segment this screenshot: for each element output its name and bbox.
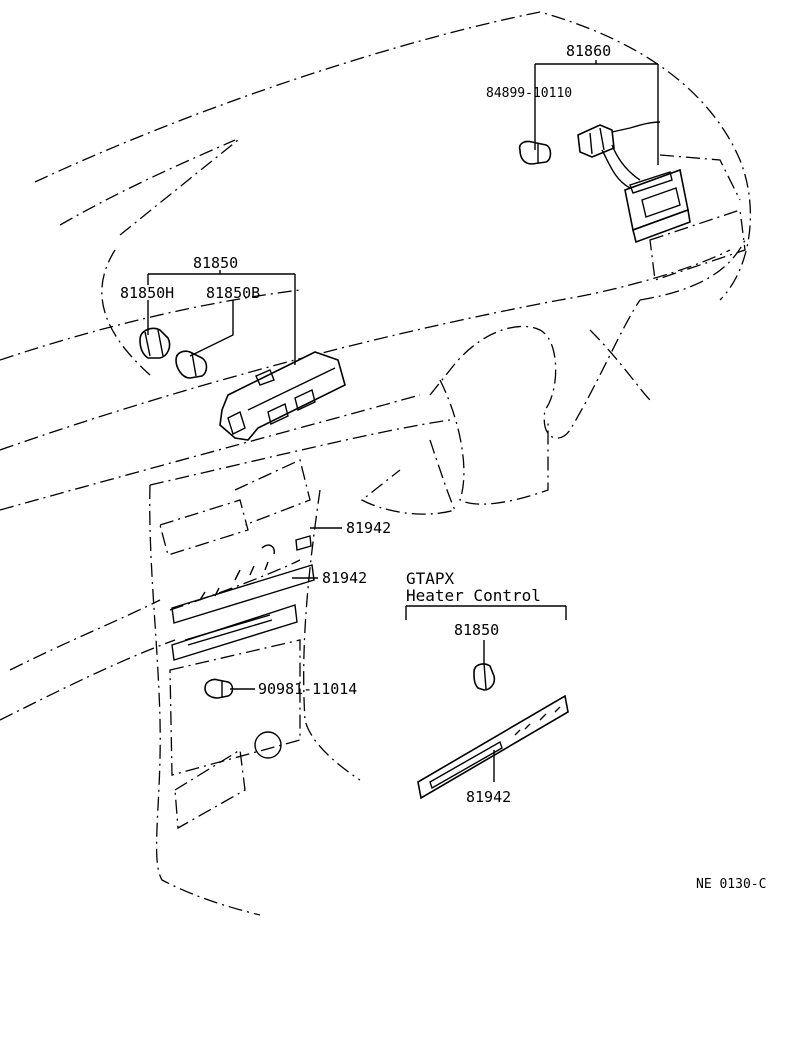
part-81850-switch	[219, 351, 346, 441]
label-heater-81850: 81850	[454, 621, 499, 639]
heater-81942-panel	[417, 694, 569, 800]
part-90981-bulb	[204, 678, 234, 699]
label-81942-b: 81942	[322, 569, 367, 587]
text-labels: 81860 84899-10110 81850 81850H 81850B 81…	[120, 42, 766, 892]
console-switch-panel	[171, 535, 315, 759]
label-gtapx: GTAPX	[406, 569, 455, 588]
label-heater-control: Heater Control	[406, 586, 541, 605]
label-81942-a: 81942	[346, 519, 391, 537]
heater-81850-socket	[473, 662, 496, 691]
part-84899-bulb	[518, 140, 552, 165]
part-81860-assembly	[577, 121, 691, 244]
label-90981-11014: 90981-11014	[258, 680, 357, 698]
label-81860: 81860	[566, 42, 611, 60]
label-81850B: 81850B	[206, 284, 260, 302]
label-81850-top: 81850	[193, 254, 238, 272]
dashboard-outline	[0, 11, 751, 916]
label-81850H: 81850H	[120, 284, 174, 302]
drawing-code: NE 0130-C	[696, 877, 766, 892]
part-81850H-socket	[139, 327, 171, 359]
part-81850B-bulb	[175, 350, 208, 379]
label-heater-81942: 81942	[466, 788, 511, 806]
label-84899-10110: 84899-10110	[486, 86, 572, 101]
leader-lines	[147, 60, 659, 782]
